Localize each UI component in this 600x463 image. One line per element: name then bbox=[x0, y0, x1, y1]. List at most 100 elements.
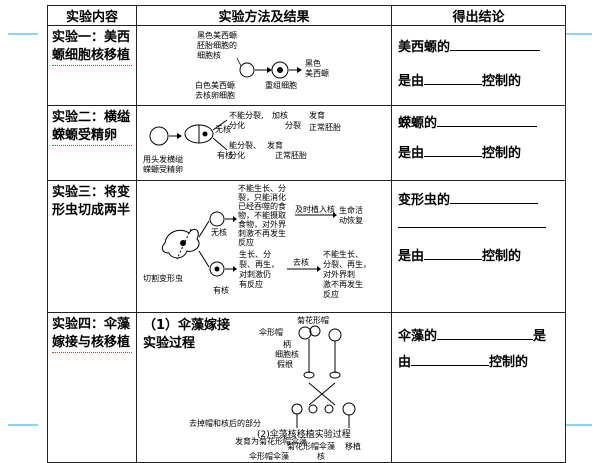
diag4-f1: 菊花形帽伞藻 bbox=[287, 441, 335, 451]
diag2-text-b1: 能分裂、 bbox=[229, 140, 261, 150]
nucleate-effects: 生长、分 裂、再生， 对刺激仍 有反应 bbox=[239, 249, 279, 289]
diag1-label-d1: 黑色 bbox=[305, 58, 321, 68]
fill-blank[interactable] bbox=[424, 72, 483, 85]
recombined-cell-icon bbox=[271, 61, 289, 79]
diag2-text-d1: 发育 bbox=[267, 140, 283, 150]
amoeba-cutting-diagram: 无核 有核 切割变形虫 不能生长、分 裂，只能消化 已经吞噬的食 物，不能摄取 … bbox=[143, 183, 371, 299]
side-dash-left-bottom bbox=[8, 424, 38, 426]
row2-concl-l2-suffix: 控制的 bbox=[482, 146, 522, 161]
row2-concl-line2: 是由 控制的 bbox=[398, 142, 521, 161]
row4-method: （1）伞藻嫁接 实验过程 bbox=[143, 317, 230, 353]
row4-method-line1: （1）伞藻嫁接 bbox=[143, 318, 231, 333]
diag1-label-a3: 细胞核 bbox=[197, 50, 221, 60]
row3-concl-l3-suffix: 控制的 bbox=[482, 249, 522, 264]
diag3-label-nonuc: 无核 bbox=[211, 227, 227, 237]
row3-concl-l3-prefix: 是由 bbox=[398, 249, 425, 264]
diag3-nonuc-text-2: 已经吞噬的食 bbox=[238, 201, 286, 211]
diag4-f3: 移植 bbox=[345, 441, 361, 451]
diag4-f6-wrap: 发育为菊花形帽伞藻 bbox=[235, 436, 307, 447]
diag4-mid1: 柄 bbox=[283, 339, 291, 349]
diag3-nonuc-text-4: 食物，对外界 bbox=[238, 219, 286, 229]
row3-title-line2: 形虫切成两半 bbox=[52, 203, 131, 218]
row4-concl-l2-prefix: 由 bbox=[398, 355, 412, 370]
diag1-label-a1: 黑色美西螈 bbox=[197, 30, 237, 40]
side-dash-right-top bbox=[566, 33, 592, 35]
diag1-label-b1: 白色美西螈 bbox=[195, 80, 235, 90]
fill-blank[interactable] bbox=[437, 114, 538, 127]
diag2-text-b2: 分化 bbox=[229, 150, 245, 160]
row1-concl-line1: 美西螈的 bbox=[398, 36, 541, 55]
row2-concl-l2-prefix: 是由 bbox=[398, 146, 425, 161]
row4-title-line2: 嫁接与核移植 bbox=[52, 334, 132, 353]
row1-concl-l2-prefix: 是由 bbox=[398, 74, 425, 89]
diag4-f2: 核 bbox=[317, 451, 325, 461]
row4-title: 实验四：伞藻 嫁接与核移植 bbox=[47, 312, 137, 463]
diag3-label-nuc: 有核 bbox=[213, 285, 229, 295]
row3-title: 实验三：将变 形虫切成两半 bbox=[47, 180, 137, 313]
row1-title-line1: 实验一：美西 bbox=[52, 30, 131, 45]
diag3-removed-3: 激不再发生 bbox=[323, 279, 363, 289]
diag3-nonuc-text-0: 不能生长、分 bbox=[238, 183, 286, 193]
diag2-text-c1: 分裂 bbox=[285, 120, 301, 130]
row4-conclusion: 伞藻的 是 由 控制的 bbox=[391, 312, 566, 463]
fill-blank[interactable] bbox=[450, 38, 541, 51]
row3-title-line1: 实验三：将变 bbox=[52, 185, 131, 200]
row1-conclusion: 美西螈的 是由控制的 bbox=[391, 25, 566, 106]
diag1-label-b2: 去核卵细胞 bbox=[195, 90, 235, 100]
diag3-nonuc-text-3: 物，不能摄取 bbox=[238, 210, 286, 220]
diag3-nuc-text-1: 裂、再生， bbox=[239, 259, 279, 269]
nucleate-half-icon bbox=[209, 261, 225, 277]
row3-conclusion: 变形虫的 是由 控制的 bbox=[391, 180, 566, 313]
row2-concl-line1: 蝾螈的 bbox=[398, 112, 538, 131]
row3-diagram-cell: 无核 有核 切割变形虫 不能生长、分 裂，只能消化 已经吞噬的食 物，不能摄取 … bbox=[136, 180, 392, 313]
fertilized-egg-icon bbox=[149, 126, 169, 146]
diag3-removed-1: 分裂、再生， bbox=[323, 259, 371, 269]
fill-blank[interactable] bbox=[411, 353, 490, 366]
experiment-table: 实验内容 实验方法及结果 得出结论 实验一：美西 螈细胞核移植 黑色美西螈 胚胎… bbox=[47, 5, 566, 463]
row4-concl-l1-suffix: 是 bbox=[533, 329, 547, 344]
side-dash-right-bottom bbox=[566, 424, 592, 426]
diag2-text-a3: 加核 bbox=[272, 110, 288, 120]
row2-title: 实验二：横缢 蝾螈受精卵 bbox=[47, 105, 137, 181]
row4-title-line1: 实验四：伞藻 bbox=[52, 316, 132, 334]
header-conclusion: 得出结论 bbox=[391, 5, 566, 26]
diag1-label-d2: 美西螈 bbox=[305, 68, 329, 78]
diag3-nonuc-text-6: 反应 bbox=[238, 237, 254, 247]
fill-blank[interactable] bbox=[424, 247, 483, 260]
table-row: 实验一：美西 螈细胞核移植 黑色美西螈 胚胎细胞的 细胞核 黑色 美西螈 重组细… bbox=[47, 25, 566, 106]
row4-concl-l2-suffix: 控制的 bbox=[489, 355, 529, 370]
diag4-caption: (2)伞藻核移植实验过程 bbox=[257, 428, 351, 440]
fill-blank[interactable] bbox=[450, 191, 539, 204]
diag1-label-a2: 胚胎细胞的 bbox=[197, 40, 237, 50]
side-dash-left-top bbox=[8, 33, 38, 35]
row4-concl-prefix: 伞藻的 bbox=[398, 329, 438, 344]
diag4-top1: 菊花形帽 bbox=[297, 315, 329, 325]
table-header-row: 实验内容 实验方法及结果 得出结论 bbox=[47, 5, 566, 26]
table-row: 实验三：将变 形虫切成两半 无核 有核 切割变形虫 bbox=[47, 180, 566, 313]
diag3-cut-label: 切割变形虫 bbox=[143, 273, 183, 283]
diag4-mid2: 细胞核 bbox=[275, 349, 299, 359]
row1-concl-line2: 是由控制的 bbox=[398, 70, 521, 89]
diag3-nuc-text-0: 生长、分 bbox=[239, 249, 271, 259]
diag3-remove: 去核 bbox=[293, 257, 309, 267]
diag3-implant: 及时植入核 bbox=[295, 204, 335, 214]
row4-concl-line2: 由 控制的 bbox=[398, 351, 528, 370]
amoeba-icon bbox=[161, 228, 200, 260]
diag3-nuc-text-2: 对刺激仍 bbox=[239, 269, 271, 279]
fill-blank[interactable] bbox=[437, 327, 534, 340]
fill-blank[interactable] bbox=[398, 215, 546, 228]
diag4-f4: 伞形帽伞藻 bbox=[249, 451, 289, 461]
nuclear-transfer-diagram: 黑色美西螈 胚胎细胞的 细胞核 黑色 美西螈 重组细胞 白色美西螈 去核卵细胞 bbox=[195, 30, 329, 100]
row4-method-line2: 实验过程 bbox=[143, 336, 196, 351]
row1-concl-prefix: 美西螈的 bbox=[398, 40, 451, 55]
row2-title-line1: 实验二：横缢 bbox=[52, 110, 131, 125]
diag4-f6: 发育为菊花形帽伞藻 bbox=[235, 437, 307, 446]
fill-blank[interactable] bbox=[424, 144, 483, 157]
diag3-removed-2: 对外界刺 bbox=[323, 269, 355, 279]
diag2-text-c3: 正常胚胎 bbox=[309, 122, 341, 132]
diag3-nonuc-text-5: 刺激不再发生 bbox=[238, 228, 286, 238]
row1-title-line2: 螈细胞核移植 bbox=[52, 47, 132, 66]
table-row: 实验四：伞藻 嫁接与核移植 （1）伞藻嫁接 实验过程 菊花形帽 伞形帽 柄 细胞… bbox=[47, 312, 566, 463]
row3-concl-prefix: 变形虫的 bbox=[398, 193, 451, 208]
row3-concl-line2 bbox=[398, 215, 546, 232]
